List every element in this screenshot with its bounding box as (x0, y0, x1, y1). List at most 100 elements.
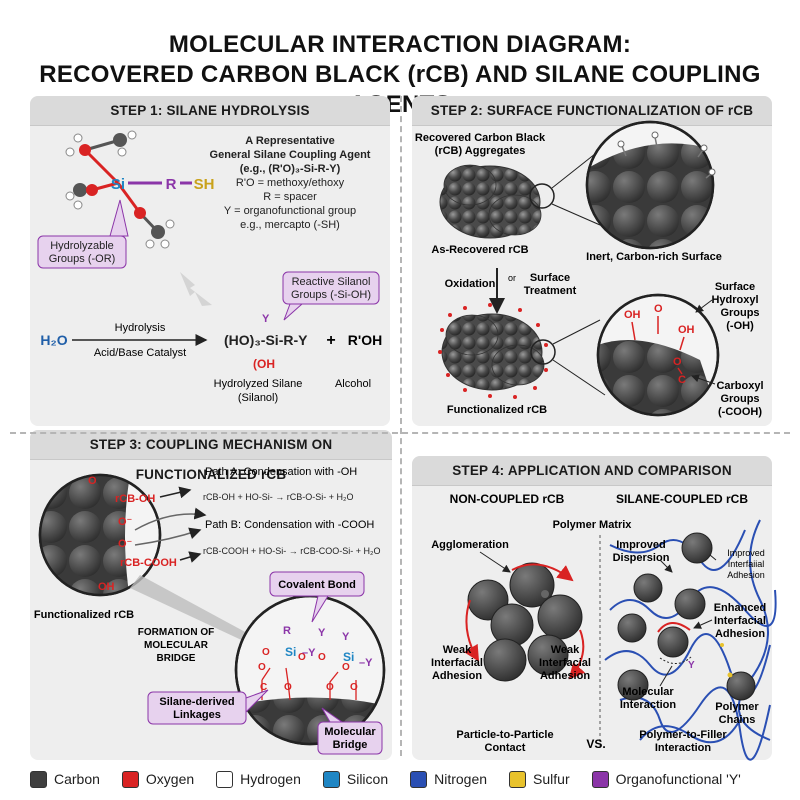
svg-text:O: O (350, 682, 358, 693)
legend-label-silicon: Silicon (346, 771, 389, 787)
c-group: C (678, 374, 686, 386)
svg-text:C: C (260, 682, 267, 693)
improved-interfacial-1: Improved (727, 548, 765, 558)
legend-label-sulfur: Sulfur (533, 771, 570, 787)
callout-hydrolyzable-line1: Hydrolyzable (50, 240, 114, 252)
bridge-title-1: FORMATION OF (138, 627, 214, 638)
vertical-divider (400, 96, 402, 756)
carboxyl-label-1: Carboxyl (716, 380, 763, 392)
bridge-si-1: Si (285, 645, 296, 659)
p2f-2: Interaction (655, 742, 712, 754)
swatch-hydrogen (216, 770, 234, 788)
non-coupled-header: NON-COUPLED rCB (450, 492, 565, 506)
legend-item-silicon: Silicon (322, 770, 389, 788)
label-silanol: (Silanol) (238, 392, 278, 404)
h2o-label: H₂O (40, 332, 67, 348)
swatch-oxygen (121, 770, 139, 788)
svg-text:O: O (262, 647, 270, 658)
legend-label-oxygen: Oxygen (145, 771, 195, 787)
callout-linkages-2: Linkages (173, 709, 221, 721)
page-subtitle: RECOVERED CARBON BLACK (rCB) AND SILANE … (39, 61, 761, 118)
agg-label-1: Recovered Carbon Black (415, 132, 546, 144)
agglomeration-label: Agglomeration (431, 539, 509, 551)
step4-panel: STEP 4: APPLICATION AND COMPARISON (412, 456, 772, 760)
or-label: or (508, 273, 516, 283)
s3-rcb-oh: rCB-OH (115, 493, 155, 505)
coupled-y-label: Y (688, 660, 695, 671)
legend-label-carbon: Carbon (54, 771, 100, 787)
catalyst-label: Acid/Base Catalyst (94, 347, 186, 359)
weak-right-2: Interfacial (539, 657, 591, 669)
improved-interfacial-2: Interfaiial (728, 559, 765, 569)
callout-silanol-line2: Groups (-Si-OH) (291, 289, 371, 301)
path-b-equation: rCB-COOH + HO-Si- → rCB-COO-Si- + H₂O (203, 546, 381, 556)
surface-treatment-2: Treatment (524, 285, 577, 297)
svg-text:O: O (298, 652, 306, 663)
swatch-nitrogen (410, 770, 428, 788)
carboxyl-label-2: Groups (720, 393, 759, 405)
p2p-2: Contact (485, 742, 526, 754)
weak-right-1: Weak (551, 644, 580, 656)
hydrolysis-label: Hydrolysis (115, 322, 166, 334)
legend: Carbon Oxygen Hydrogen Silicon Nitrogen … (0, 766, 800, 792)
mol-r-label: R (166, 176, 177, 193)
p2p-1: Particle-to-Particle (456, 729, 553, 741)
s3-rcb-cooh: rCB-COOH (120, 557, 177, 569)
agg-label-2: (rCB) Aggregates (435, 145, 526, 157)
molecular-interaction-2: Interaction (620, 699, 677, 711)
callout-covalent-label: Covalent Bond (278, 579, 356, 591)
functionalized-rcb-label: Functionalized rCB (447, 404, 547, 416)
bridge-y-4: Y (318, 627, 326, 639)
path-b-label: Path B: Condensation with -COOH (205, 519, 374, 531)
silane-desc-7: e.g., mercapto (-SH) (240, 219, 340, 231)
bridge-title-2: MOLECULAR (144, 640, 209, 651)
bridge-y-2: –Y (359, 657, 373, 669)
molecular-interaction-1: Molecular (622, 686, 674, 698)
big-arrow-down (180, 272, 212, 306)
surface-hydrogens (617, 131, 716, 179)
path-a-label: Path A: Condensation with -OH (205, 466, 357, 478)
svg-text:O: O (284, 682, 292, 693)
legend-item-hydrogen: Hydrogen (216, 770, 301, 788)
swatch-organofunctional (591, 770, 609, 788)
callout-molecular-2: Bridge (333, 739, 368, 751)
vs-label: VS. (586, 737, 605, 751)
coupled-particles (617, 532, 756, 701)
label-hydrolyzed-silane: Hydrolyzed Silane (214, 378, 303, 390)
as-recovered-aggregate (439, 164, 542, 239)
silane-molecule (65, 130, 192, 249)
svg-text:O: O (326, 682, 334, 693)
callout-covalent (269, 571, 365, 597)
s3-functionalized-label: Functionalized rCB (34, 609, 134, 621)
callout-silanol-line1: Reactive Silanol (292, 276, 371, 288)
product-formula: (HO)₃-Si-R-Y (224, 332, 308, 348)
legend-item-nitrogen: Nitrogen (410, 770, 487, 788)
alcohol-formula: R'OH (348, 332, 382, 348)
s3-o-minus-1: O⁻ (118, 516, 133, 528)
legend-item-oxygen: Oxygen (121, 770, 195, 788)
svg-text:O: O (342, 662, 350, 673)
bridge-si-2: Si (343, 650, 354, 664)
callout-molecular-1: Molecular (324, 726, 376, 738)
callout-silanol (282, 271, 380, 305)
mol-si-label: Si (111, 176, 125, 193)
bridge-r-1: R (283, 625, 291, 637)
polymer-chains-1: Polymer (715, 701, 759, 713)
path-a-equation: rCB-OH + HO-Si- → rCB-O-Si- + H₂O (203, 492, 354, 502)
step2-heading: STEP 2: SURFACE FUNCTIONALIZATION OF rCB (412, 96, 772, 126)
non-coupled-cluster (467, 562, 583, 682)
product-y-top: Y (262, 313, 270, 325)
bridge-title-3: BRIDGE (157, 653, 196, 664)
bridge-y-3: Y (342, 631, 350, 643)
functionalized-aggregate (438, 303, 548, 399)
p2f-1: Polymer-to-Filler (639, 729, 727, 741)
hydroxyl-label-1: Surface (715, 281, 755, 293)
svg-text:O: O (318, 652, 326, 663)
improved-dispersion-1: Improved (616, 539, 666, 551)
enhanced-2: Interfacial (714, 615, 766, 627)
weak-left-3: Adhesion (432, 670, 482, 682)
oh-group-2: OH (678, 324, 695, 336)
weak-right-3: Adhesion (540, 670, 590, 682)
label-alcohol: Alcohol (335, 378, 371, 390)
